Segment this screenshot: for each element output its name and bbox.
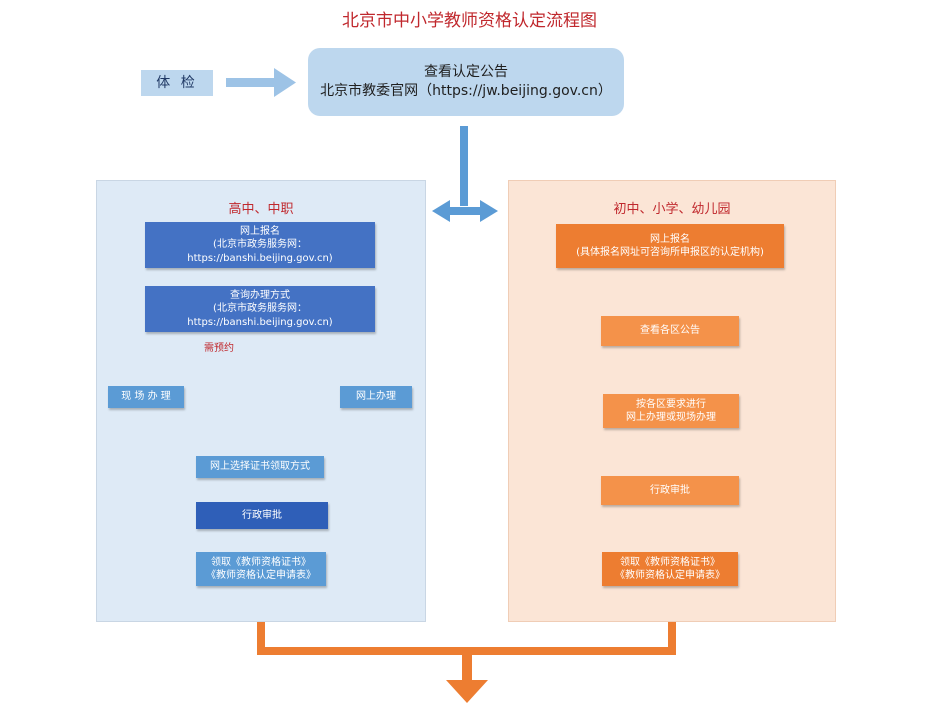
right-administrative-approval: 行政审批 xyxy=(601,476,739,505)
arrow-merge-bottom xyxy=(257,615,676,703)
right-step1-note: (具体报名网址可咨询所申报区的认定机构) xyxy=(576,247,764,258)
left-receive-line2: 《教师资格认定申请表》 xyxy=(206,570,316,581)
left-step1-title: 网上报名 xyxy=(240,225,280,237)
left-step1-url: (北京市政务服务网：https://banshi.beijing.gov.cn) xyxy=(187,239,333,264)
arrow-tijian-to-notice xyxy=(226,68,296,97)
left-step2-url: (北京市政务服务网：https://banshi.beijing.gov.cn) xyxy=(187,303,333,328)
left-onsite-processing: 现 场 办 理 xyxy=(108,386,184,408)
panel-title-middle-primary-kindergarten: 初中、小学、幼儿园 xyxy=(613,202,731,217)
left-administrative-approval: 行政审批 xyxy=(196,502,328,529)
arrow-notice-down xyxy=(460,126,468,206)
left-receive-line1: 领取《教师资格证书》 xyxy=(211,556,311,568)
view-notice-box: 查看认定公告 北京市教委官网（https://jw.beijing.gov.cn… xyxy=(308,48,624,116)
right-step3-line2: 网上办理或现场办理 xyxy=(626,412,716,423)
panel-title-high-school: 高中、中职 xyxy=(228,202,294,217)
left-receive-certificate: 领取《教师资格证书》 《教师资格认定申请表》 xyxy=(196,552,326,586)
right-step1-title: 网上报名 xyxy=(650,233,690,245)
arrow-split-both-ways xyxy=(432,200,498,222)
notice-website: 北京市教委官网（https://jw.beijing.gov.cn） xyxy=(320,83,612,99)
left-online-processing: 网上办理 xyxy=(340,386,412,408)
health-check-box: 体 检 xyxy=(141,70,213,96)
right-receive-line1: 领取《教师资格证书》 xyxy=(620,556,720,568)
left-query-method: 查询办理方式 (北京市政务服务网：https://banshi.beijing.… xyxy=(145,286,375,332)
appointment-required-note: 需预约 xyxy=(204,343,234,354)
right-receive-certificate: 领取《教师资格证书》 《教师资格认定申请表》 xyxy=(602,552,738,586)
left-select-collection-method: 网上选择证书领取方式 xyxy=(196,456,324,478)
right-step3-line1: 按各区要求进行 xyxy=(636,398,706,410)
right-view-district-notice: 查看各区公告 xyxy=(601,316,739,346)
left-online-registration: 网上报名 (北京市政务服务网：https://banshi.beijing.go… xyxy=(145,222,375,268)
notice-title: 查看认定公告 xyxy=(424,64,508,81)
right-receive-line2: 《教师资格认定申请表》 xyxy=(615,570,725,581)
left-step2-title: 查询办理方式 xyxy=(230,289,290,301)
right-follow-district-requirements: 按各区要求进行 网上办理或现场办理 xyxy=(603,394,739,428)
right-online-registration: 网上报名 (具体报名网址可咨询所申报区的认定机构) xyxy=(556,224,784,268)
page-title: 北京市中小学教师资格认定流程图 xyxy=(342,11,597,31)
